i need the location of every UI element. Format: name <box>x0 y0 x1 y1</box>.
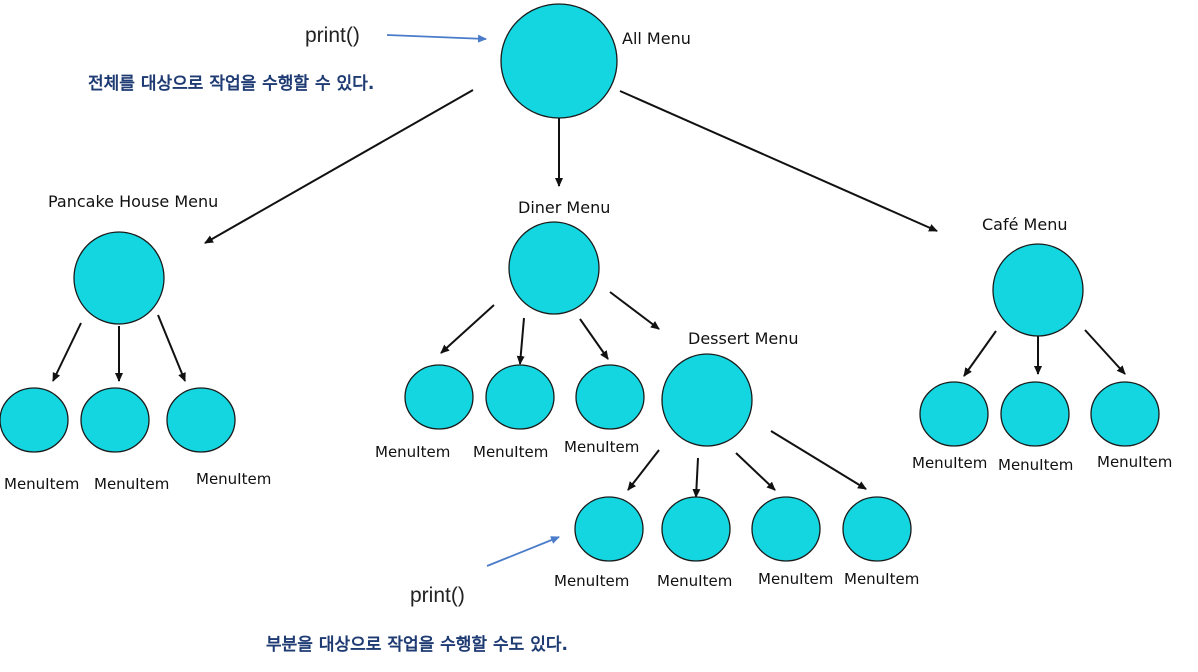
edge-diner-item-2 <box>516 317 525 365</box>
node-cafe-item-1 <box>919 381 989 447</box>
label-cafe-item-2: MenuItem <box>998 456 1074 474</box>
node-all-menu <box>500 3 618 119</box>
node-diner-item-2 <box>485 364 555 430</box>
edge-diner-dessert <box>609 291 660 330</box>
note-top: 전체를 대상으로 작업을 수행할 수 있다. <box>88 74 375 94</box>
tree-nodes <box>0 3 1160 562</box>
print-bottom-label: print() <box>410 584 465 607</box>
edge-diner-item-1 <box>440 304 495 354</box>
label-all-menu: All Menu <box>622 29 691 48</box>
node-cafe-item-3 <box>1090 381 1160 447</box>
edge-dessert-item-2 <box>692 457 701 498</box>
print-top-label: print() <box>305 24 360 47</box>
label-dessert-item-4: MenuItem <box>844 570 920 588</box>
node-dessert-item-1 <box>574 496 644 562</box>
print-bottom-arrow <box>486 536 560 567</box>
label-dessert-menu: Dessert Menu <box>688 329 799 348</box>
edge-pancake-item-3 <box>157 314 186 382</box>
edge-cafe-item-3 <box>1084 329 1126 375</box>
node-cafe-item-2 <box>1000 381 1070 447</box>
edge-dessert-item-1 <box>627 449 660 491</box>
node-dessert-item-4 <box>842 496 912 562</box>
node-dessert-item-3 <box>751 496 821 562</box>
label-dessert-item-2: MenuItem <box>657 572 733 590</box>
edge-root-pancake <box>204 89 474 244</box>
label-diner-menu: Diner Menu <box>518 198 611 217</box>
node-pancake-house-menu <box>73 231 165 325</box>
label-diner-item-3: MenuItem <box>564 438 640 456</box>
edge-diner-item-3 <box>579 318 609 360</box>
node-diner-item-1 <box>404 364 474 430</box>
node-pancake-item-3 <box>166 387 236 453</box>
node-dessert-item-2 <box>661 496 731 562</box>
label-dessert-item-1: MenuItem <box>554 572 630 590</box>
node-dessert-menu <box>661 353 753 447</box>
node-diner-item-3 <box>575 364 645 430</box>
label-diner-item-2: MenuItem <box>473 443 549 461</box>
label-pancake-item-1: MenuItem <box>4 475 80 493</box>
note-bottom: 부분을 대상으로 작업을 수행할 수도 있다. <box>266 635 568 655</box>
node-pancake-item-2 <box>80 387 150 453</box>
label-cafe-item-3: MenuItem <box>1097 453 1173 471</box>
node-diner-menu <box>508 221 600 315</box>
node-pancake-item-1 <box>0 387 69 453</box>
label-dessert-item-3: MenuItem <box>758 570 834 588</box>
edge-cafe-item-1 <box>963 330 997 377</box>
print-top-arrow <box>386 34 487 43</box>
label-pancake-item-2: MenuItem <box>94 475 170 493</box>
label-pancake-item-3: MenuItem <box>196 470 272 488</box>
edge-pancake-item-1 <box>52 322 82 382</box>
node-cafe-menu <box>992 243 1084 337</box>
tree-edges <box>52 89 1126 498</box>
label-cafe-item-1: MenuItem <box>912 454 988 472</box>
label-cafe-menu: Café Menu <box>982 215 1068 234</box>
edge-dessert-item-4 <box>770 430 867 490</box>
edge-root-cafe <box>619 90 938 232</box>
label-diner-item-1: MenuItem <box>375 443 451 461</box>
edge-dessert-item-3 <box>735 452 776 491</box>
label-pancake-house-menu: Pancake House Menu <box>48 192 219 211</box>
